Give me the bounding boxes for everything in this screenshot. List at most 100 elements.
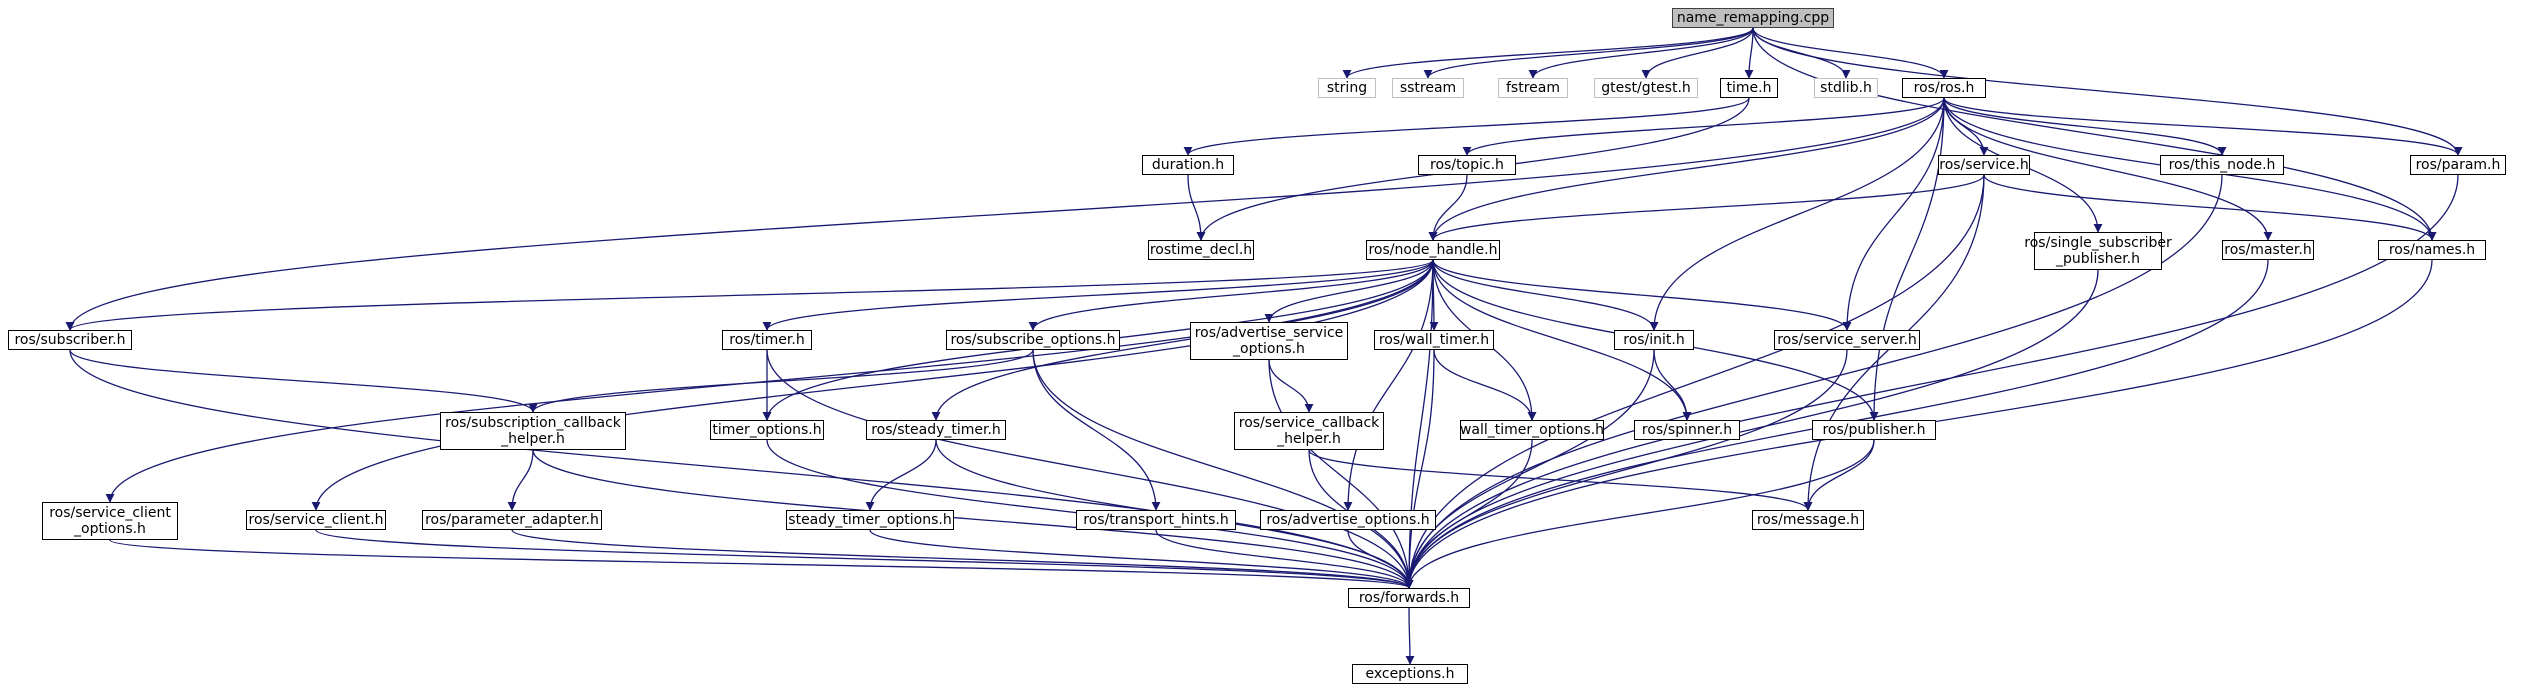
edge-root-to-string [1342,27,1754,79]
node-root[interactable]: name_remapping.cpp [1672,8,1834,28]
node-ros[interactable]: ros/ros.h [1902,78,1986,98]
node-forwards[interactable]: ros/forwards.h [1348,588,1470,608]
edge-time-to-duration [1183,97,1750,156]
node-advertise-service-options[interactable]: ros/advertise_service _options.h [1190,322,1348,360]
edge-init-to-forwards [1404,349,1655,589]
edge-advertise-service-options-to-forwards [1268,359,1414,589]
edge-service-client-to-forwards [315,529,1414,589]
edge-service-to-node-handle [1428,174,1985,241]
edge-this-node-to-forwards [1404,174,2223,589]
edge-ros-to-param [1943,97,2463,156]
node-single-sub[interactable]: ros/single_subscriber _publisher.h [2024,232,2172,270]
node-sstream: sstream [1392,78,1464,98]
edge-timer-to-forwards [766,349,1414,589]
edge-ros-to-this-node [1943,97,2227,156]
node-master[interactable]: ros/master.h [2222,240,2314,260]
node-subscription-callback-helper[interactable]: ros/subscription_callback _helper.h [440,412,626,450]
node-init[interactable]: ros/init.h [1614,330,1694,350]
node-service-server[interactable]: ros/service_server.h [1774,330,1920,350]
node-timer[interactable]: ros/timer.h [722,330,812,350]
edge-ros-to-master [1943,97,2273,241]
edge-steady-timer-options-to-forwards [869,529,1414,589]
node-wall-timer-options[interactable]: wall_timer_options.h [1459,420,1605,440]
edge-service-to-names [1983,174,2437,241]
node-subscriber[interactable]: ros/subscriber.h [8,330,132,350]
node-steady-timer[interactable]: ros/steady_timer.h [866,420,1006,440]
node-service-client[interactable]: ros/service_client.h [246,510,386,530]
node-rostime-decl[interactable]: rostime_decl.h [1148,240,1254,260]
node-string: string [1318,78,1376,98]
edge-ros-to-service-server [1842,97,1945,331]
edge-ros-to-init [1649,97,1945,331]
edge-node-handle-to-advertise-options [1343,259,1434,511]
node-time[interactable]: time.h [1720,78,1778,98]
edge-node-handle-to-subscriber [65,259,1434,331]
edge-node-handle-to-service-server [1432,259,1852,331]
node-service-client-options[interactable]: ros/service_client _options.h [42,502,178,540]
edge-node-handle-to-timer [762,259,1434,331]
edge-subscription-callback-helper-to-forwards [532,449,1414,589]
edge-advertise-service-options-to-service-callback-helper [1268,359,1314,413]
edge-ros-to-subscriber [65,97,1945,331]
edge-ros-to-publisher [1869,97,1945,421]
node-duration[interactable]: duration.h [1142,155,1234,175]
edge-publisher-to-forwards [1404,439,1875,589]
node-timer-options[interactable]: timer_options.h [710,420,824,440]
edge-ros-to-node-handle [1428,97,1945,241]
node-message[interactable]: ros/message.h [1752,510,1864,530]
edge-duration-to-rostime-decl [1187,174,1206,241]
edge-service-to-forwards [1404,174,1985,589]
node-subscribe-options[interactable]: ros/subscribe_options.h [946,330,1120,350]
node-wall-timer[interactable]: ros/wall_timer.h [1374,330,1494,350]
edge-node-handle-to-advertise-service-options [1264,259,1434,323]
edge-parameter-adapter-to-forwards [511,529,1414,589]
node-gtest: gtest/gtest.h [1594,78,1698,98]
edge-publisher-to-message [1803,439,1875,511]
node-topic[interactable]: ros/topic.h [1418,155,1516,175]
edge-wall-timer-options-to-forwards [1404,439,1533,589]
node-advertise-options[interactable]: ros/advertise_options.h [1260,510,1436,530]
edge-subscribe-options-to-subscription-callback-helper [528,349,1034,413]
edge-subscriber-to-subscription-callback-helper [69,349,538,413]
node-publisher[interactable]: ros/publisher.h [1812,420,1936,440]
edge-wall-timer-to-wall-timer-options [1433,349,1537,421]
node-names[interactable]: ros/names.h [2378,240,2486,260]
edge-root-to-time [1744,27,1754,79]
edge-root-to-fstream [1528,27,1754,79]
edge-node-handle-to-steady-timer [931,259,1434,421]
edge-steady-timer-to-steady-timer-options [865,439,937,511]
edge-node-handle-to-init [1432,259,1659,331]
edge-node-handle-to-service-client [311,259,1434,511]
node-service-callback-helper[interactable]: ros/service_callback _helper.h [1234,412,1384,450]
node-this-node[interactable]: ros/this_node.h [2160,155,2284,175]
node-stdlib: stdlib.h [1814,78,1878,98]
edge-advertise-options-to-forwards [1347,529,1414,589]
node-node-handle[interactable]: ros/node_handle.h [1366,240,1500,260]
edge-root-to-ros [1752,27,1949,79]
edge-subscribe-options-to-transport-hints [1032,349,1161,511]
edge-root-to-sstream [1423,27,1754,79]
edge-forwards-to-exceptions [1405,607,1415,665]
edge-subscribe-options-to-forwards [1032,349,1414,589]
edge-transport-hints-to-forwards [1155,529,1414,589]
edge-root-to-gtest [1641,27,1754,79]
node-fstream: fstream [1498,78,1568,98]
node-transport-hints[interactable]: ros/transport_hints.h [1076,510,1236,530]
node-steady-timer-options[interactable]: steady_timer_options.h [786,510,954,530]
edge-service-callback-helper-to-message [1308,449,1813,511]
edge-service-server-to-forwards [1404,349,1848,589]
edge-node-handle-to-service-client-options [105,259,1434,503]
node-exceptions[interactable]: exceptions.h [1352,664,1468,684]
edge-service-client-options-to-forwards [109,539,1414,589]
edge-init-to-spinner [1653,349,1692,421]
node-service[interactable]: ros/service.h [1938,155,2030,175]
edge-root-to-param [1752,27,2463,156]
node-param[interactable]: ros/param.h [2410,155,2506,175]
edge-wall-timer-to-forwards [1404,349,1435,589]
node-spinner[interactable]: ros/spinner.h [1634,420,1740,440]
edge-root-to-names [1752,27,2437,241]
edge-topic-to-node-handle [1428,174,1468,241]
edge-ros-to-topic [1462,97,1945,156]
node-parameter-adapter[interactable]: ros/parameter_adapter.h [422,510,602,530]
